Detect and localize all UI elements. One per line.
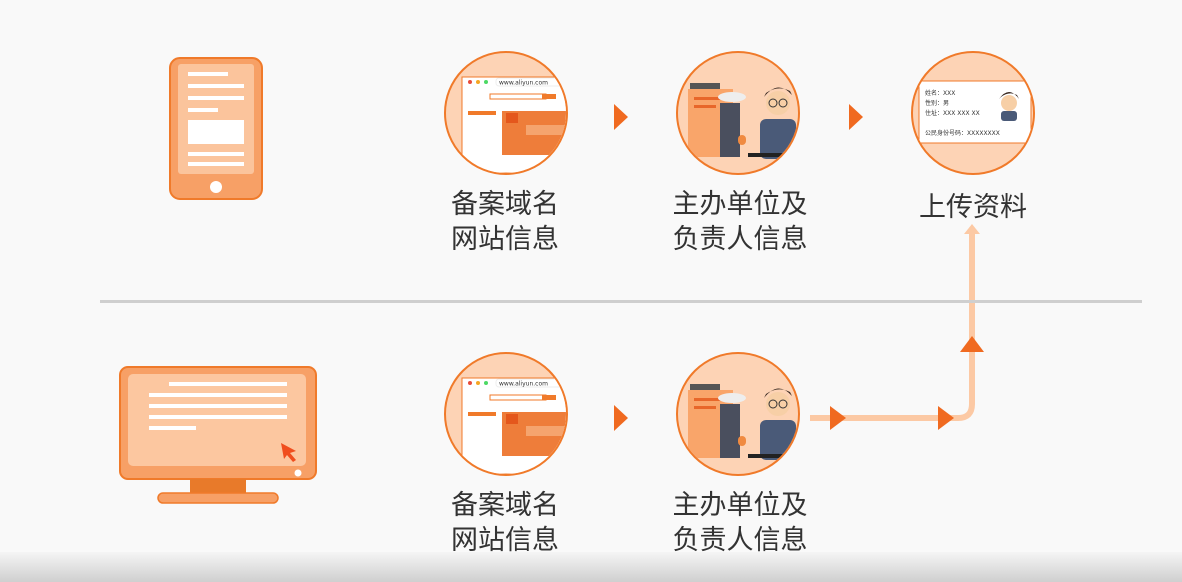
sponsor-info-illustration-top	[676, 51, 800, 175]
arrow-right-icon	[614, 104, 628, 130]
step-label-line: 负责人信息	[672, 525, 808, 556]
desktop-monitor-icon	[119, 366, 317, 504]
step-label-upload: 上传资料	[873, 190, 1073, 225]
step-label-line: 负责人信息	[672, 224, 808, 255]
step-label-sponsor: 主办单位及 负责人信息	[640, 187, 840, 257]
step-label-line: 网站信息	[451, 525, 559, 556]
step-label-sponsor: 主办单位及 负责人信息	[640, 488, 840, 558]
website-info-illustration-top: www.aliyun.com	[444, 51, 568, 175]
step-label-line: 主办单位及	[672, 189, 808, 220]
sponsor-info-illustration-bottom	[676, 352, 800, 476]
bottom-shadow-bar	[0, 552, 1182, 582]
website-info-illustration-bottom: www.aliyun.com	[444, 352, 568, 476]
arrow-right-icon	[849, 104, 863, 130]
arrow-right-icon	[614, 405, 628, 431]
id-card-number: 公民身份号码：XXXXXXXX	[925, 129, 1000, 137]
browser-url: www.aliyun.com	[499, 80, 548, 87]
browser-url: www.aliyun.com	[499, 381, 548, 388]
step-label-line: 备案域名	[451, 490, 559, 521]
upload-documents-illustration: 姓名：XXX 性别：男 住址：XXX XXX XX 公民身份号码：XXXXXXX…	[911, 51, 1035, 175]
section-divider	[100, 300, 1142, 303]
connector-arrow-to-upload	[810, 224, 984, 430]
id-card-name: 姓名：XXX	[925, 89, 955, 97]
id-card-address: 住址：XXX XXX XX	[925, 109, 980, 117]
mobile-phone-icon	[169, 57, 263, 200]
step-label-domain-website: 备案域名 网站信息	[405, 488, 605, 558]
step-label-domain-website: 备案域名 网站信息	[405, 187, 605, 257]
step-label-line: 主办单位及	[672, 490, 808, 521]
id-card-gender: 性别：男	[925, 99, 949, 107]
step-label-line: 网站信息	[451, 224, 559, 255]
step-label-line: 上传资料	[919, 192, 1027, 223]
step-label-line: 备案域名	[451, 189, 559, 220]
